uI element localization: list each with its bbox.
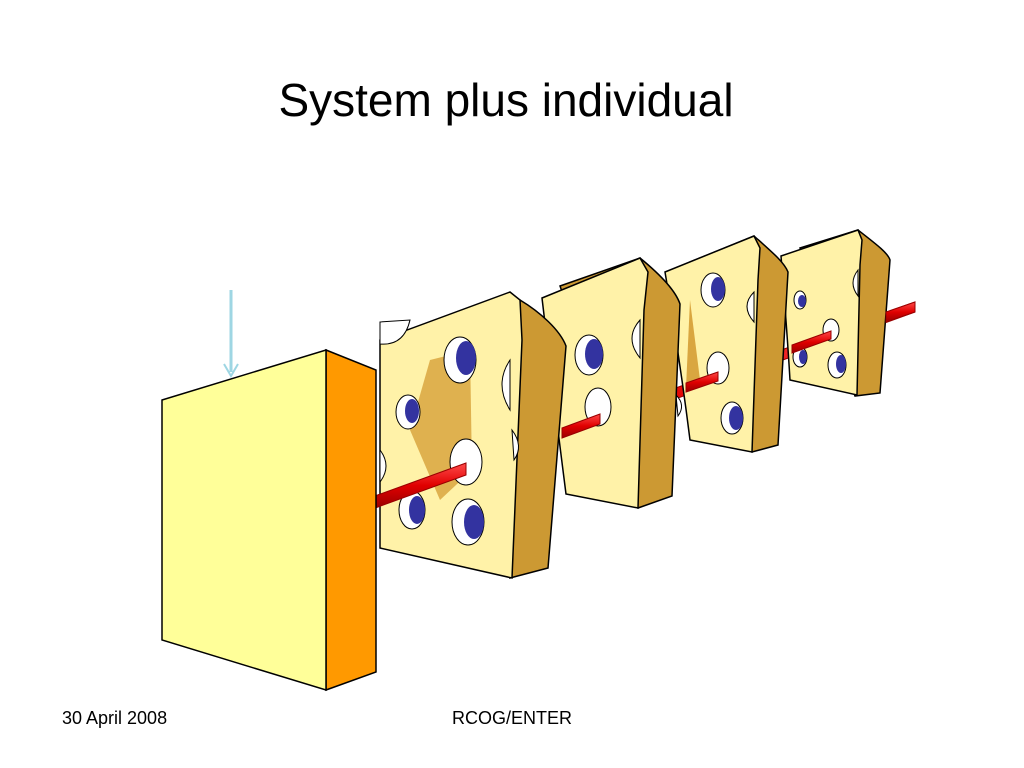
barrier-block bbox=[161, 348, 377, 692]
footer-organization: RCOG/ENTER bbox=[451, 708, 572, 728]
footer-date: 30 April 2008 bbox=[62, 708, 168, 728]
down-arrow-icon bbox=[223, 290, 239, 378]
cheese-slice-1 bbox=[379, 291, 567, 579]
slide-title: System plus individual bbox=[278, 74, 734, 126]
cheese-slice-3 bbox=[664, 235, 789, 453]
cheese-slice-2 bbox=[541, 257, 681, 509]
cheese-slice-4 bbox=[780, 229, 891, 397]
